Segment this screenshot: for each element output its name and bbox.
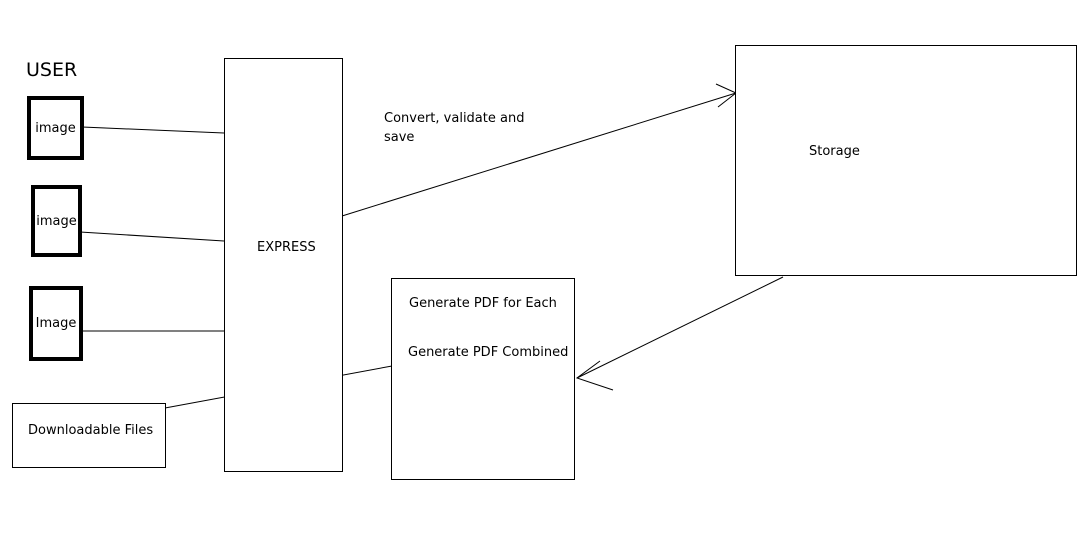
arrow-label-line-1: Convert, validate and (384, 111, 525, 126)
arrow-storage-pdf (576, 276, 784, 379)
arrow-express-storage (341, 92, 737, 217)
connector-image1-express (81, 126, 225, 134)
image-box-1: image (27, 96, 84, 160)
downloadable-files-box (12, 403, 166, 468)
express-box (224, 58, 343, 472)
user-label: USER (26, 59, 78, 81)
image-box-label: image (35, 120, 76, 136)
storage-label: Storage (809, 144, 860, 159)
image-box-label: Image (35, 316, 77, 331)
image-box-2: image (31, 185, 82, 257)
arrowhead-pdf (575, 360, 614, 391)
pdf-each-label: Generate PDF for Each (409, 296, 557, 311)
express-label: EXPRESS (257, 240, 316, 255)
arrow-label-line-2: save (384, 130, 415, 145)
image-box-3: Image (29, 286, 83, 361)
storage-box (735, 45, 1077, 276)
downloadable-files-label: Downloadable Files (28, 423, 154, 438)
pdf-combined-label: Generate PDF Combined (408, 345, 569, 360)
image-box-label: image (36, 213, 77, 229)
connector-image2-express (79, 231, 225, 242)
arrowhead-storage (715, 83, 737, 108)
pdf-generation-box (391, 278, 575, 480)
